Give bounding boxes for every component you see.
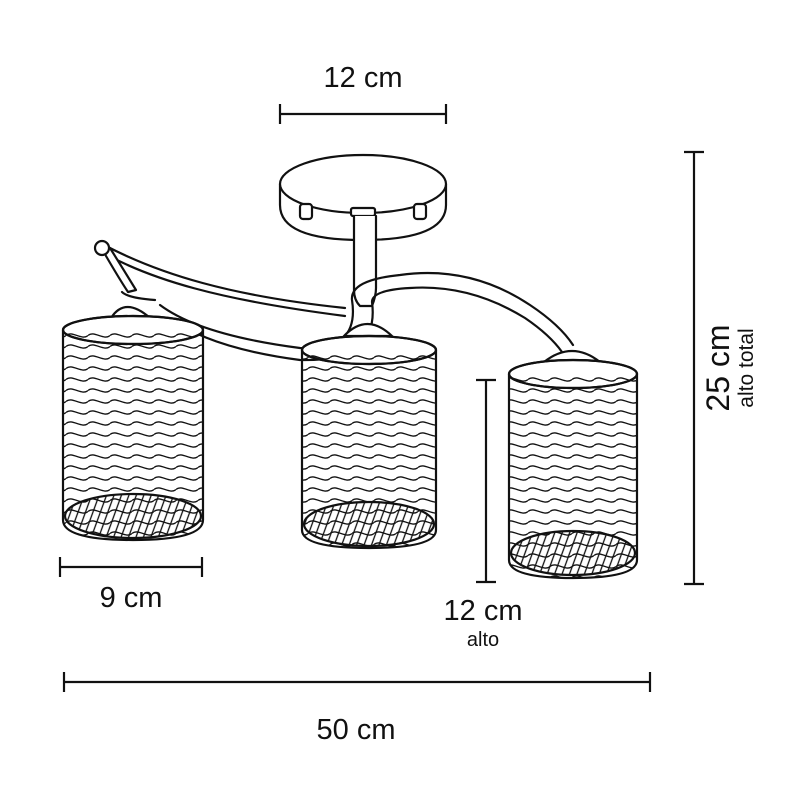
total-height-note: alto total [734,328,758,408]
top-width-label: 12 cm [323,62,403,94]
total-width-dimension-line [62,672,652,692]
left-arm [93,239,347,318]
right-arm [158,271,575,362]
shade-height-dimension-line [476,378,496,584]
shade-width-dimension-line [58,557,204,577]
right-shade [507,350,639,580]
total-height-label-group: 25 cm alto total [700,324,758,412]
shade-height-note: alto [466,629,500,651]
total-height-dimension-line [684,150,704,586]
dimension-lines [58,104,704,692]
shade-width-label: 9 cm [99,582,163,614]
lamp-body [61,153,639,580]
shade-height-label: 12 cm [443,595,523,627]
total-width-label: 50 cm [316,714,396,746]
top-width-dimension-line [278,104,448,124]
center-stem [349,206,378,308]
total-height-label: 25 cm [700,324,737,412]
ceiling-canopy [278,153,448,242]
left-shade [61,305,205,542]
center-shade [300,322,438,550]
